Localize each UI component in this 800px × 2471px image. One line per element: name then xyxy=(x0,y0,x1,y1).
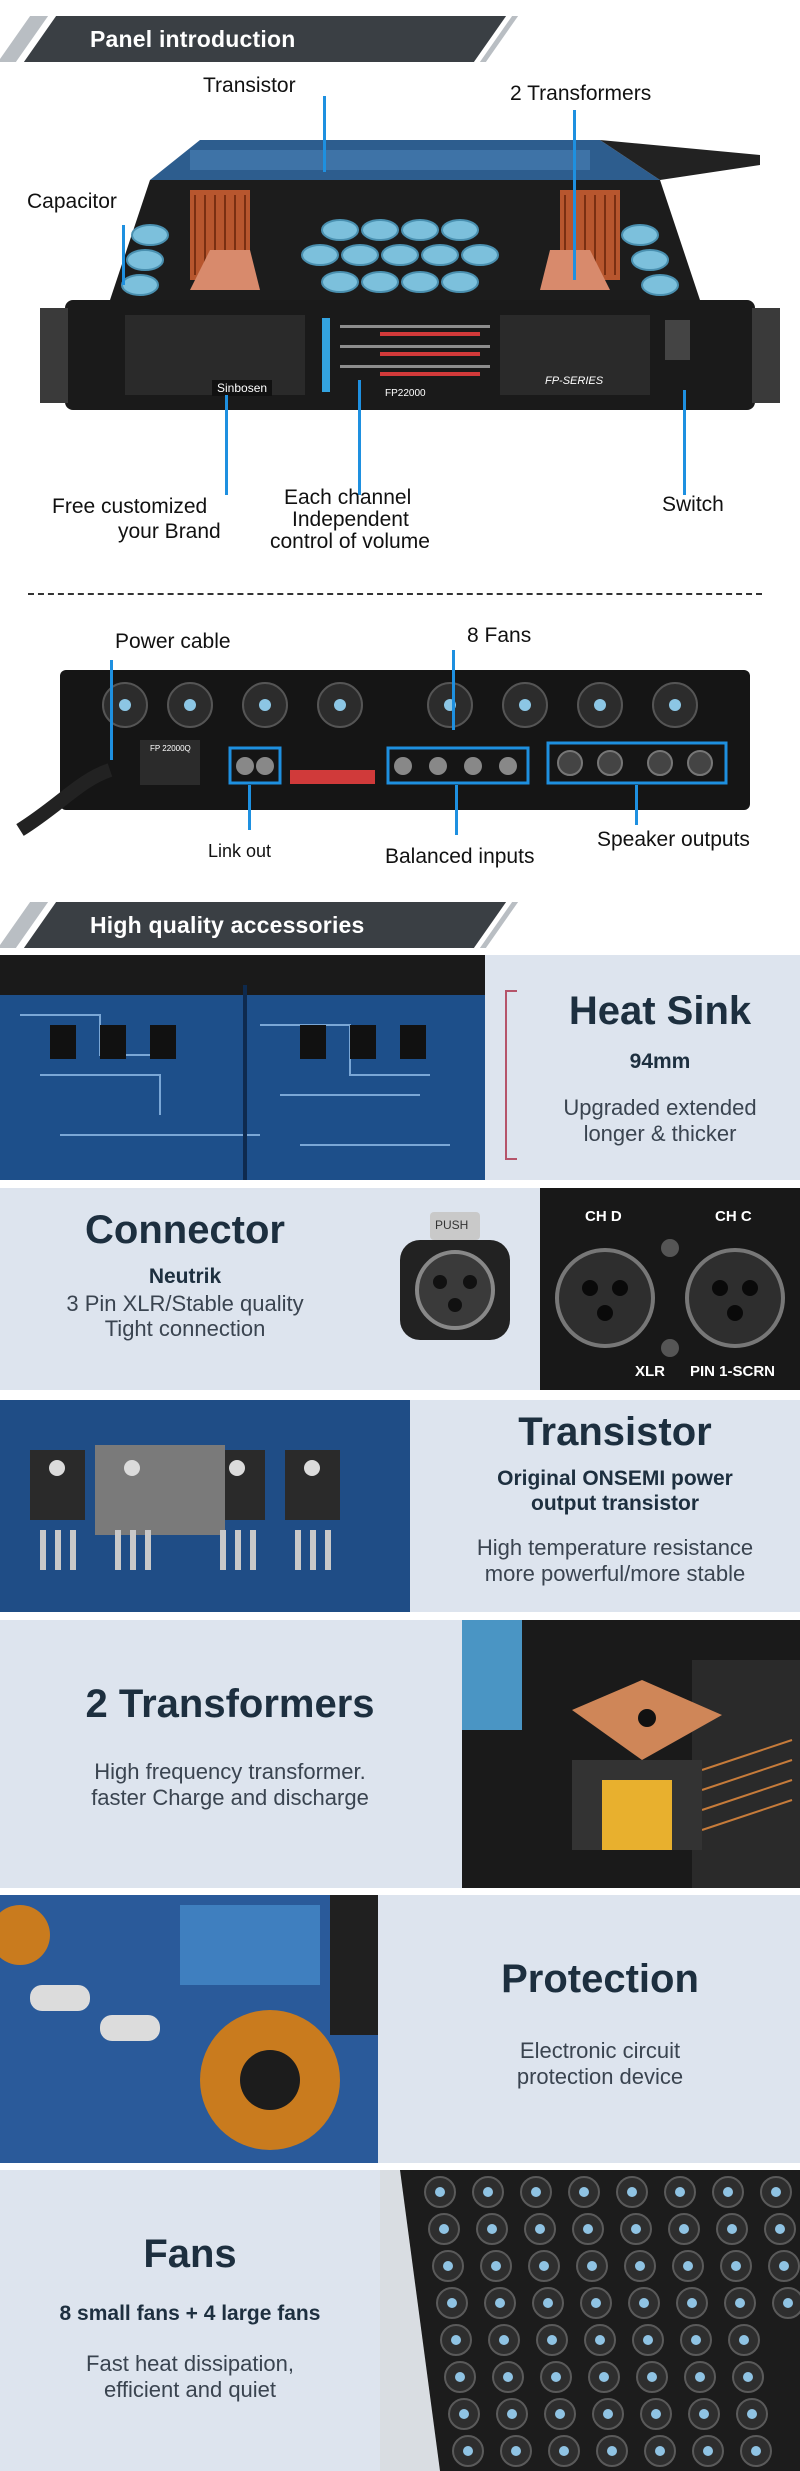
fans-photo xyxy=(380,2170,800,2471)
connector-sub: Neutrik xyxy=(148,1265,222,1288)
heat-sink-desc1: Upgraded extended xyxy=(563,1095,757,1120)
feature-transformers: 2 Transformers High frequency transforme… xyxy=(0,1620,800,1888)
protection-title: Protection xyxy=(501,1957,699,2001)
transistor-title: Transistor xyxy=(518,1410,712,1454)
label-volume-line3: control of volume xyxy=(270,530,430,553)
transformers-title: 2 Transformers xyxy=(85,1682,375,1726)
transformers-desc1: High frequency transformer. xyxy=(94,1759,366,1784)
label-transistor: Transistor xyxy=(203,74,296,97)
fans-desc2: efficient and quiet xyxy=(103,2377,277,2402)
xlr-label: XLR xyxy=(635,1363,665,1380)
xlr-connector-photo: PUSH xyxy=(385,1200,525,1370)
label-fans: 8 Fans xyxy=(467,624,532,647)
transistor-desc1: High temperature resistance xyxy=(476,1535,754,1560)
feature-heat-sink: Heat Sink 94mm Upgraded extended longer … xyxy=(0,955,800,1180)
transistor-desc2: more powerful/more stable xyxy=(484,1561,746,1586)
panel-introduction-banner: Panel introduction xyxy=(0,16,800,62)
label-switch: Switch xyxy=(662,493,724,516)
heat-sink-photo xyxy=(0,955,485,1180)
feature-protection: Protection Electronic circuit protection… xyxy=(0,1895,800,2163)
fans-sub: 8 small fans + 4 large fans xyxy=(59,2302,321,2325)
feature-connector: Connector Neutrik 3 Pin XLR/Stable quali… xyxy=(0,1188,800,1390)
banner-title: High quality accessories xyxy=(90,912,365,938)
feature-fans: Fans 8 small fans + 4 large fans Fast he… xyxy=(0,2170,800,2471)
transistor-sub1: Original ONSEMI power xyxy=(497,1467,733,1490)
label-link-out: Link out xyxy=(208,841,272,861)
feature-transistor: Transistor Original ONSEMI power output … xyxy=(0,1400,800,1612)
fans-title: Fans xyxy=(143,2232,237,2276)
label-volume-line1: Each channel xyxy=(284,486,412,509)
xlr-panel-photo: CH D CH C XLR PIN 1-SCRN xyxy=(540,1188,800,1390)
label-power-cable: Power cable xyxy=(115,630,231,653)
connector-title: Connector xyxy=(85,1208,285,1252)
heat-sink-title: Heat Sink xyxy=(568,989,752,1033)
ch-c-label: CH C xyxy=(715,1208,752,1225)
label-volume-line2: Independent xyxy=(292,508,409,531)
label-brand-line1: Free customized xyxy=(52,495,208,518)
protection-desc2: protection device xyxy=(516,2064,684,2089)
accessories-banner: High quality accessories xyxy=(0,902,800,948)
heat-sink-desc2: longer & thicker xyxy=(583,1121,737,1146)
label-brand-line2: your Brand xyxy=(118,520,221,543)
ch-d-label: CH D xyxy=(585,1208,622,1225)
dashed-divider xyxy=(28,593,762,595)
protection-photo xyxy=(0,1895,378,2163)
rear-model-label: FP 22000Q xyxy=(150,744,191,753)
connector-desc2: Tight connection xyxy=(104,1316,266,1341)
dimension-bracket xyxy=(505,990,517,1160)
label-capacitor: Capacitor xyxy=(27,190,117,213)
transistor-photo xyxy=(0,1400,410,1612)
amplifier-rear-photo: FP 22000Q xyxy=(0,630,800,860)
transistor-sub2: output transistor xyxy=(531,1492,699,1515)
label-speaker-outputs: Speaker outputs xyxy=(597,828,750,851)
connector-desc1: 3 Pin XLR/Stable quality xyxy=(66,1291,304,1316)
push-label: PUSH xyxy=(435,1218,469,1232)
protection-desc1: Electronic circuit xyxy=(519,2038,681,2063)
transformer-photo xyxy=(462,1620,800,1888)
amplifier-front-photo: Sinbosen FP22000 FP-SERIES xyxy=(0,70,800,540)
label-transformers: 2 Transformers xyxy=(510,82,652,105)
brand-badge: Sinbosen xyxy=(212,380,273,396)
fans-desc1: Fast heat dissipation, xyxy=(86,2351,294,2376)
pin-label: PIN 1-SCRN xyxy=(690,1363,776,1380)
banner-title: Panel introduction xyxy=(90,26,296,52)
label-balanced-inputs: Balanced inputs xyxy=(385,845,535,868)
heat-sink-sub: 94mm xyxy=(629,1050,691,1073)
model-label: FP22000 xyxy=(385,388,426,399)
transformers-desc2: faster Charge and discharge xyxy=(91,1785,369,1810)
series-label: FP-SERIES xyxy=(545,375,604,387)
